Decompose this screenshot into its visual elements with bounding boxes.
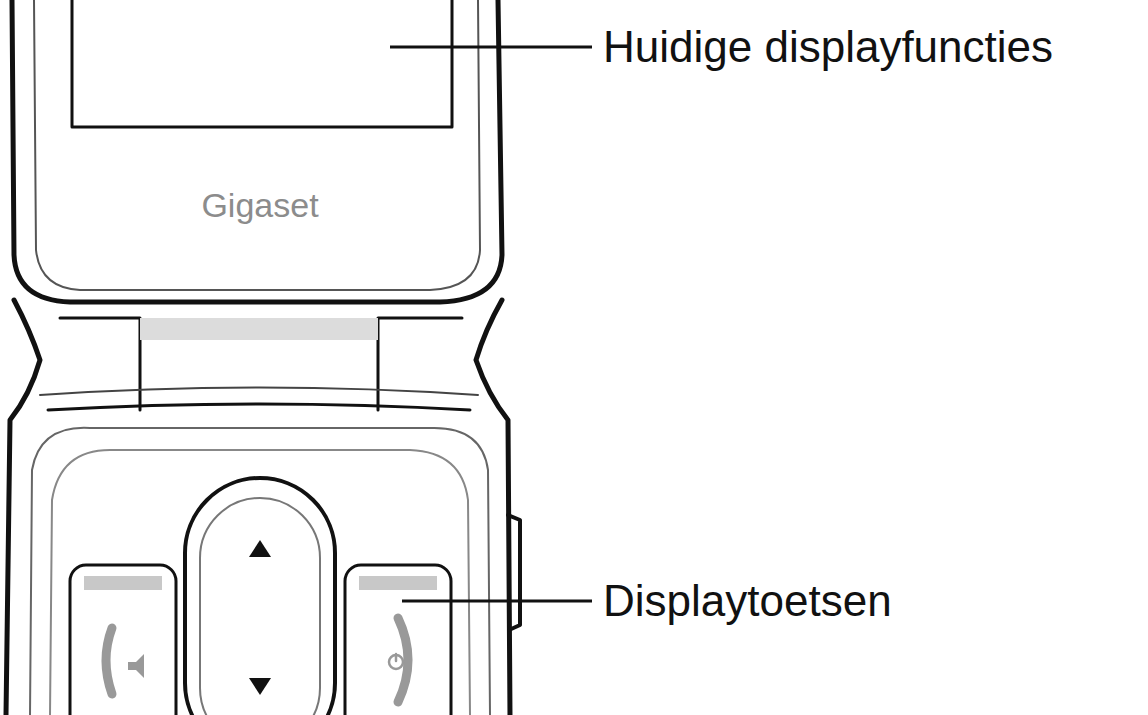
side-button [508, 515, 520, 630]
left-key-bar [84, 576, 162, 590]
body-right-edge [476, 300, 510, 715]
up-arrow [249, 540, 271, 557]
hinge-line [40, 388, 478, 396]
callout-label: Displaytoetsen [603, 579, 892, 623]
speaker-icon [128, 654, 144, 678]
down-arrow [249, 678, 271, 695]
leader-line [402, 600, 592, 603]
hinge-shade [140, 318, 378, 340]
right-key-bar [359, 576, 437, 590]
lid-inner-outline [34, 0, 480, 290]
left-display-key [70, 565, 176, 715]
base-inner-outline [30, 428, 490, 715]
power-icon-stem [395, 654, 398, 661]
lid-outline [12, 0, 502, 302]
navigation-key-inner [200, 498, 320, 715]
hinge-outline [60, 318, 462, 410]
right-display-key [345, 565, 451, 715]
call-handset-icon [106, 628, 112, 694]
display-screen [72, 0, 452, 127]
leader-line [390, 46, 592, 49]
navigation-key [185, 478, 335, 715]
keypad-surround [50, 450, 470, 715]
body-left-edge [6, 300, 40, 715]
base-top-edge [48, 404, 470, 410]
power-icon [389, 655, 403, 669]
callout-label: Huidige displayfuncties [603, 25, 1053, 69]
brand-logo: Gigaset [201, 188, 318, 222]
